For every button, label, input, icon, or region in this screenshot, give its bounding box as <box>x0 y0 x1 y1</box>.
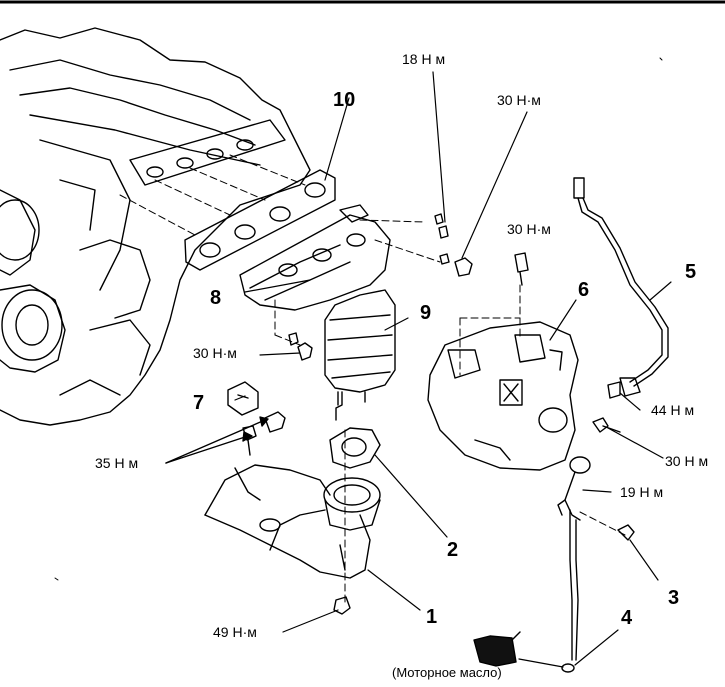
flange-gasket <box>329 427 381 469</box>
torque-35: 35 Н м <box>95 455 139 471</box>
torque-30-top: 30 Н·м <box>497 92 541 108</box>
engine-block <box>0 27 311 426</box>
callout-7: 7 <box>193 392 205 414</box>
callout-8: 8 <box>210 287 222 309</box>
callout-4: 4 <box>621 607 633 629</box>
torque-30-right: 30 Н м <box>665 453 709 469</box>
callout-1: 1 <box>426 606 438 628</box>
engine-oil-icon <box>473 631 521 667</box>
exhaust-pipe <box>204 464 381 579</box>
stray-marks <box>54 57 663 581</box>
oil-dipstick <box>557 456 591 673</box>
exhaust-manifold <box>239 204 396 421</box>
callout-10: 10 <box>333 89 356 111</box>
engine-oil-note: (Моторное масло) <box>392 665 502 680</box>
oxygen-sensor <box>573 177 669 399</box>
manifold-gasket <box>184 169 336 271</box>
callout-6: 6 <box>578 279 590 301</box>
torque-49: 49 Н·м <box>213 624 257 640</box>
torque-44: 44 Н м <box>651 402 695 418</box>
callout-3: 3 <box>668 587 680 609</box>
callout-9: 9 <box>420 302 432 324</box>
callout-2: 2 <box>447 539 459 561</box>
bracket <box>227 381 259 416</box>
torque-35-leaders <box>165 416 269 464</box>
torque-30-left: 30 Н·м <box>193 345 237 361</box>
torque-19: 19 Н м <box>620 484 664 500</box>
callout-5: 5 <box>685 261 697 283</box>
torque-30-bolt: 30 Н·м <box>507 221 551 237</box>
leader-lines <box>234 71 672 668</box>
bolts <box>242 213 635 615</box>
heat-shield <box>427 321 579 471</box>
torque-18: 18 Н м <box>402 51 446 67</box>
